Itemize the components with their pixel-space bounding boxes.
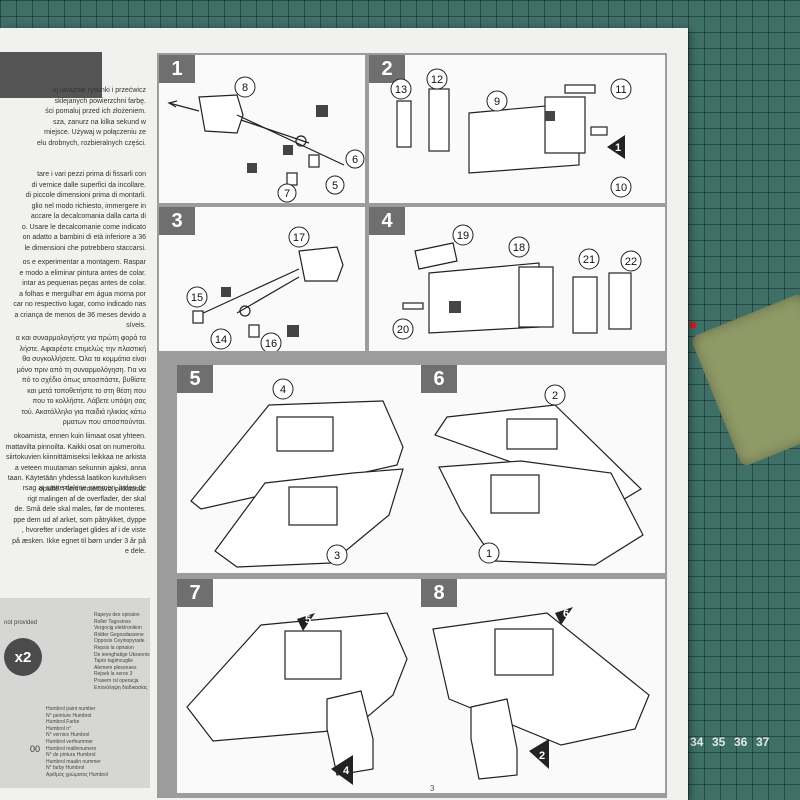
ruler-mark: 35	[712, 735, 726, 749]
callout-label: 2	[552, 390, 558, 402]
greek-text: α και συναρμολογήστε για πρώτη φορά τα λ…	[15, 335, 146, 426]
callout-label: 20	[397, 324, 409, 336]
mat-ruler: 34 35 36 37	[686, 722, 800, 762]
steps-grid: 1 8 6	[157, 53, 667, 798]
callout-label: 12	[431, 74, 443, 86]
step-2-drawing: 13 12 9 11 1 10	[390, 68, 632, 198]
instruction-text-column: uj uważnie rysunki i przećwicz sklejanyc…	[0, 28, 150, 800]
legend-label: not provided	[4, 620, 38, 626]
step-4-drawing: 19 18 21 22 20	[392, 224, 642, 340]
step-number: 4	[369, 207, 405, 235]
finnish-text: okoamista, ennen kuin liimaat osat yhtee…	[5, 433, 146, 493]
header-bar	[0, 52, 102, 98]
step-number: 1	[159, 55, 195, 83]
callout-label: 16	[265, 338, 277, 350]
repeat-badge: x2	[4, 638, 42, 676]
callout-label: 6	[563, 608, 569, 620]
callout-label: 4	[343, 765, 350, 777]
step-number: 5	[177, 365, 213, 393]
norwegian-text: rsag at sætte delene sammen, inden de ri…	[12, 485, 146, 555]
italian-text: tare i vari pezzi prima di fissarli con …	[21, 171, 146, 252]
repeat-operation-list: Rapeys des opiraion Roller Tagostoss Ver…	[94, 612, 150, 691]
step-3-drawing: 17 15 14 16	[186, 226, 344, 351]
polish-text: uj uważnie rysunki i przećwicz sklejanyc…	[37, 87, 146, 147]
step-6-drawing: 2 1	[434, 384, 644, 566]
callout-label: 3	[334, 550, 340, 562]
callout-label: 10	[615, 182, 627, 194]
ruler-mark: 36	[734, 735, 748, 749]
callout-label: 5	[332, 180, 338, 192]
callout-label: 11	[615, 84, 626, 96]
paint-number-list: Humbrol paint number N° peinture Humbrol…	[46, 706, 109, 778]
callout-label: 1	[615, 142, 621, 154]
callout-label: 22	[625, 256, 637, 268]
callout-label: 7	[284, 188, 290, 200]
legend-box: not provided 00	[0, 598, 150, 788]
page-number: 3	[430, 784, 435, 793]
step-1-panel: 1 8 6	[159, 55, 365, 203]
step-1-drawing: 8 6 5 7	[167, 76, 365, 203]
ruler-mark: 37	[756, 735, 770, 749]
step-5-drawing: 4 3	[190, 378, 404, 568]
callout-label: 6	[352, 154, 358, 166]
callout-label: 1	[486, 548, 492, 560]
callout-label: 17	[293, 232, 305, 244]
callout-label: 5	[305, 614, 311, 626]
step-4-panel: 4 19 18 21	[369, 207, 665, 351]
callout-label: 14	[215, 334, 227, 346]
step-8-panel: 8 6 2	[421, 579, 665, 793]
step-number: 3	[159, 207, 195, 235]
legend-label: 00	[30, 744, 41, 754]
step-number: 6	[421, 365, 457, 393]
portuguese-text: os e experimentar a montagem. Raspar e m…	[13, 259, 146, 329]
callout-label: 9	[494, 96, 500, 108]
callout-label: 4	[280, 384, 286, 396]
step-number: 2	[369, 55, 405, 83]
callout-label: 15	[191, 292, 203, 304]
step-2-panel: 2 13 12 9	[369, 55, 665, 203]
step-number: 8	[421, 579, 457, 607]
instruction-sheet: uj uważnie rysunki i przećwicz sklejanyc…	[0, 28, 688, 800]
red-paint-dot	[690, 322, 696, 328]
callout-label: 19	[457, 230, 469, 242]
callout-label: 8	[242, 82, 248, 94]
callout-label: 18	[513, 242, 525, 254]
callout-label: 2	[539, 750, 545, 762]
step-8-drawing: 6 2	[432, 607, 650, 780]
callout-label: 13	[395, 84, 407, 96]
step-5-panel: 5 4 3	[177, 365, 421, 573]
ruler-mark: 34	[690, 735, 704, 749]
callout-label: 21	[583, 254, 595, 266]
step-7-panel: 7 5 4	[177, 579, 421, 793]
step-3-panel: 3 17 15 14	[159, 207, 365, 351]
step-6-panel: 6 2 1	[421, 365, 665, 573]
step-7-drawing: 5 4	[186, 612, 408, 785]
step-number: 7	[177, 579, 213, 607]
